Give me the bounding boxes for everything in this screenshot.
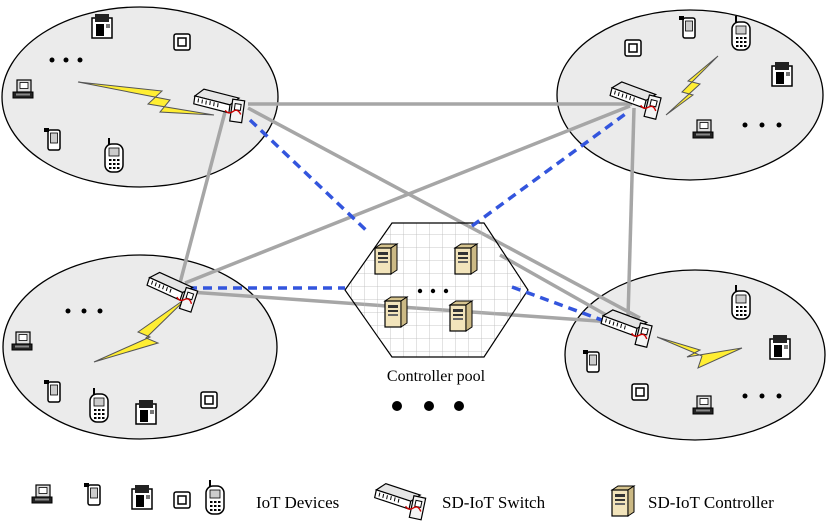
printer-icon (131, 484, 153, 510)
camera-icon (200, 391, 218, 409)
desktop-icon (31, 484, 53, 504)
sd-iot-controller-icon (611, 485, 635, 517)
iot-cluster-top-left (1, 6, 279, 188)
control-links (188, 110, 630, 328)
sd-iot-controller-icon (384, 296, 408, 328)
ellipsis-dots (49, 57, 83, 63)
controller-pool-label: Controller pool (387, 368, 486, 385)
ellipsis-dots (742, 122, 782, 128)
cellphone-icon (205, 479, 225, 515)
camera-icon (173, 491, 191, 509)
printer-icon (135, 399, 157, 425)
printer-icon (91, 13, 113, 39)
legend-controller-label: SD-IoT Controller (648, 493, 774, 512)
pool-ellipsis-dots (417, 288, 449, 294)
ellipsis-dots (65, 308, 103, 314)
lightning-icon (93, 296, 189, 363)
sd-iot-switch-icon (371, 481, 428, 521)
lightning-icon (77, 81, 215, 116)
phone-icon (83, 482, 101, 506)
more-pools-dots (392, 401, 464, 411)
lightning-icon (665, 55, 719, 116)
camera-icon (624, 39, 642, 57)
sd-iot-controller-icon (449, 300, 473, 332)
printer-icon (769, 334, 791, 360)
ellipsis-dots (742, 393, 782, 399)
sd-iot-controller-icon (454, 243, 478, 275)
lightning-icon (656, 336, 743, 369)
legend-iot-devices-label: IoT Devices (256, 493, 339, 512)
printer-icon (771, 61, 793, 87)
legend-switch-label: SD-IoT Switch (442, 493, 546, 512)
camera-icon (631, 383, 649, 401)
legend: IoT Devices SD-IoT Switch SD-IoT Control… (31, 479, 774, 521)
sd-iot-controller-icon (374, 243, 398, 275)
camera-icon (173, 33, 191, 51)
